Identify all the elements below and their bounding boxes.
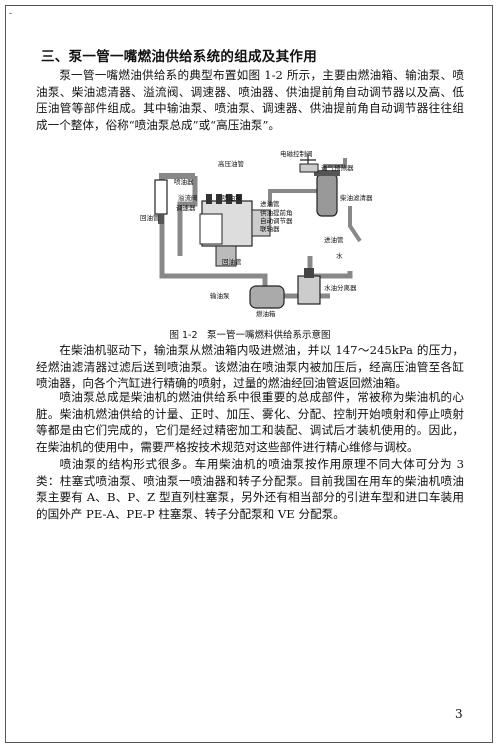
fuel-tank-shape bbox=[249, 285, 285, 309]
label-return-pipe-left: 回油管 bbox=[140, 213, 160, 222]
paragraph-2-text: 在柴油机驱动下，输油泵从燃油箱内吸进燃油，并以 147～245kPa 的压力，经… bbox=[36, 343, 464, 390]
injector-shape bbox=[154, 179, 168, 215]
corner-mark: - bbox=[9, 9, 13, 19]
label-injector: 喷油器 bbox=[174, 177, 194, 186]
page-number: 3 bbox=[455, 707, 463, 721]
label-injection-pump: 喷油泵 bbox=[222, 193, 242, 202]
paragraph-1-text: 泵一管一嘴燃油供给系的典型布置如图 1-2 所示，主要由燃油箱、输油泵、喷油泵、… bbox=[36, 68, 464, 132]
label-water-separator: 水油分离器 bbox=[324, 283, 357, 292]
label-solenoid-valve: 电磁控制阀 bbox=[280, 149, 313, 158]
label-water: 水 bbox=[336, 251, 343, 260]
label-inlet-pipe-right: 进油管 bbox=[324, 235, 344, 244]
label-diesel-filter: 柴油滤清器 bbox=[340, 193, 373, 202]
page-frame bbox=[5, 5, 493, 743]
label-coupler: 联轴器 bbox=[260, 224, 280, 233]
label-advance-device-2: 自动调节器 bbox=[260, 216, 293, 225]
paragraph-2: 在柴油机驱动下，输油泵从燃油箱内吸进燃油，并以 147～245kPa 的压力，经… bbox=[36, 342, 464, 392]
label-return-pipe-mid: 回油管 bbox=[222, 257, 242, 266]
label-advance-device-1: 供油提前角 bbox=[260, 208, 293, 217]
label-overflow-valve: 溢流阀 bbox=[178, 193, 198, 202]
diesel-filter-shape bbox=[316, 173, 338, 217]
label-governor: 调速器 bbox=[176, 203, 196, 212]
label-fuel-tank: 燃油箱 bbox=[256, 309, 276, 318]
fuel-system-diagram: 电磁控制阀 进气预热器 柴油滤清器 高压油管 喷油器 喷油泵 溢流阀 调速器 进… bbox=[140, 149, 373, 318]
paragraph-4-text: 喷油泵的结构形式很多。车用柴油机的喷油泵按作用原理不同大体可分为 3 类：柱塞式… bbox=[36, 457, 464, 521]
paragraph-3-text: 喷油泵总成是柴油机的燃油供给系中很重要的总成部件，常被称为柴油机的心脏。柴油机燃… bbox=[36, 390, 464, 454]
label-inlet-pipe: 进油管 bbox=[260, 199, 280, 208]
label-feed-pump: 输油泵 bbox=[210, 291, 230, 300]
paragraph-3: 喷油泵总成是柴油机的燃油供给系中很重要的总成部件，常被称为柴油机的心脏。柴油机燃… bbox=[36, 389, 464, 455]
paragraph-1: 泵一管一嘴燃油供给系的典型布置如图 1-2 所示，主要由燃油箱、输油泵、喷油泵、… bbox=[36, 67, 464, 133]
label-preheater: 进气预热器 bbox=[321, 163, 354, 172]
water-separator-shape bbox=[297, 275, 321, 305]
label-high-pressure-pipe: 高压油管 bbox=[218, 159, 245, 168]
section-title: 三、泵一管一嘴燃油供给系统的组成及其作用 bbox=[41, 49, 317, 65]
feed-pump-shape bbox=[215, 245, 237, 267]
figure-caption: 图 1-2 泵一管一嘴燃料供给系示意图 bbox=[169, 330, 331, 341]
paragraph-4: 喷油泵的结构形式很多。车用柴油机的喷油泵按作用原理不同大体可分为 3 类：柱塞式… bbox=[36, 456, 464, 522]
